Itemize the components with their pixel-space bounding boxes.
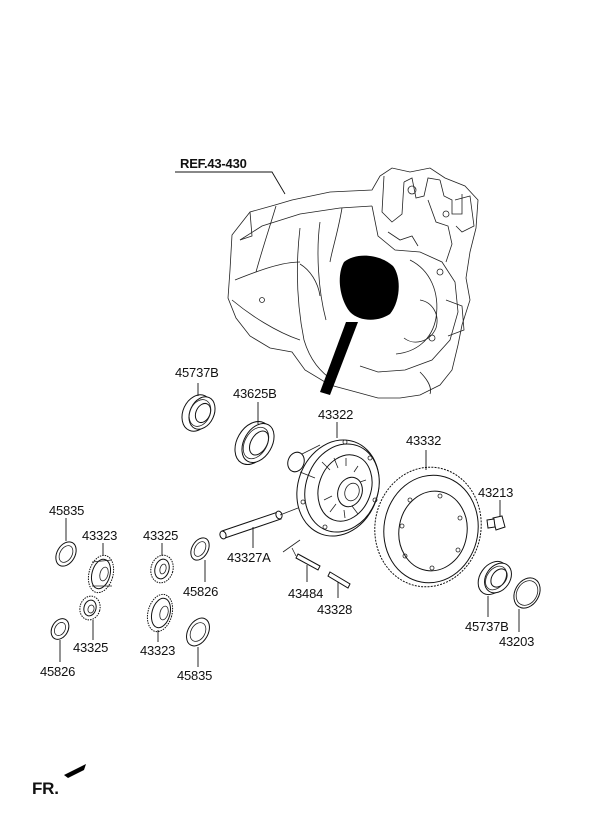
label-ring-gear: 43332 bbox=[406, 433, 442, 448]
front-arrow-icon bbox=[64, 764, 86, 778]
label-shaft: 43327A bbox=[227, 550, 271, 565]
ref-leader-line bbox=[175, 171, 286, 195]
label-side-gear-left: 43323 bbox=[82, 528, 118, 543]
label-washer-top-left: 45835 bbox=[49, 503, 85, 518]
differential-case bbox=[287, 439, 380, 537]
label-pin-a: 43484 bbox=[288, 586, 324, 601]
side-gear-bottom bbox=[146, 593, 174, 633]
label-diff-case: 43322 bbox=[318, 407, 354, 422]
label-washer-bottom: 45835 bbox=[177, 668, 213, 683]
ring-right bbox=[513, 577, 541, 609]
ring-gear bbox=[374, 466, 482, 588]
bearing-left bbox=[181, 394, 216, 432]
front-label: FR. bbox=[32, 779, 59, 798]
label-bolt: 43213 bbox=[478, 485, 514, 500]
ref-label: REF.43-430 bbox=[180, 156, 247, 171]
bolt bbox=[486, 515, 506, 531]
label-pinion-top: 43325 bbox=[143, 528, 179, 543]
side-gear-left bbox=[87, 554, 115, 594]
bearing-right bbox=[477, 560, 512, 596]
pinion-bottom-left bbox=[79, 595, 101, 621]
pinion-top bbox=[150, 554, 174, 584]
label-pinion-bottom-left: 43325 bbox=[73, 640, 109, 655]
transaxle-housing bbox=[227, 167, 479, 399]
shaft bbox=[219, 507, 299, 540]
label-side-gear-bottom: 43323 bbox=[140, 643, 176, 658]
seal-left bbox=[234, 421, 275, 465]
label-seal-left: 43625B bbox=[233, 386, 277, 401]
label-washer-mid: 45826 bbox=[183, 584, 219, 599]
label-ring-right: 43203 bbox=[499, 634, 535, 649]
washer-bottom bbox=[186, 617, 210, 647]
label-bearing-left: 45737B bbox=[175, 365, 219, 380]
label-pin-b: 43328 bbox=[317, 602, 353, 617]
label-washer-bottom-left: 45826 bbox=[40, 664, 76, 679]
pins bbox=[282, 539, 351, 589]
washer-mid bbox=[190, 537, 210, 561]
label-bearing-right: 45737B bbox=[465, 619, 509, 634]
washer-top-left bbox=[55, 541, 77, 567]
washer-bottom-left bbox=[50, 618, 70, 640]
